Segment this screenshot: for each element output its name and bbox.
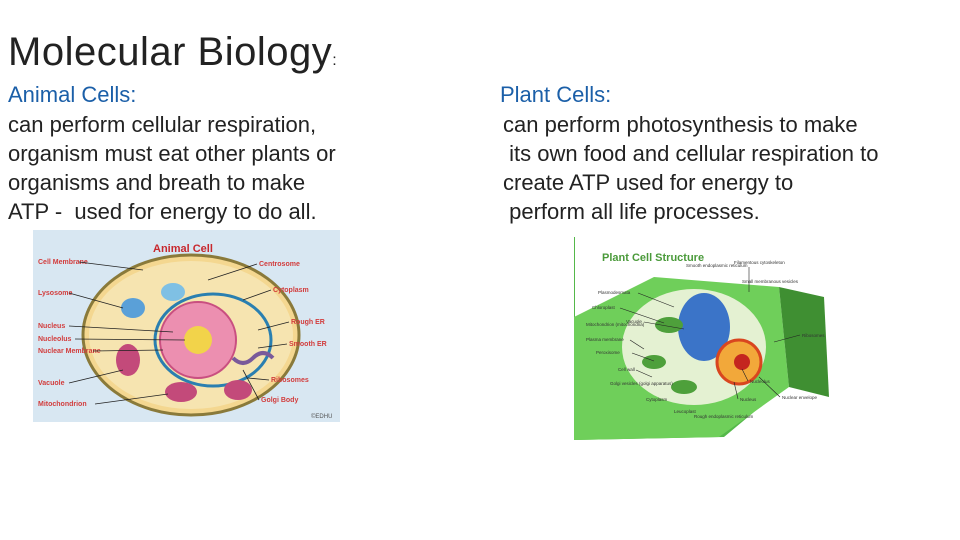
label-credit: ©EDHU [311, 413, 332, 420]
plant-label-nuclear-envelope: Nuclear envelope [782, 395, 818, 400]
plant-label-cytoplasm: Cytoplasm [646, 397, 668, 402]
plant-label-mitochondrion: Mitochondrion (mitochondria) [586, 322, 645, 327]
label-ribosomes: Ribosomes [271, 377, 309, 384]
animal-diagram-title: Animal Cell [153, 243, 213, 255]
animal-cells-heading: Animal Cells: [8, 82, 136, 108]
plant-cells-description: can perform photosynthesis to make its o… [503, 110, 878, 226]
page-title: Molecular Biology: [8, 30, 337, 75]
title-colon: : [332, 52, 337, 69]
label-vacuole: Vacuole [38, 380, 65, 387]
animal-cell-svg: Animal Cell Cell Membrane Lysosome Nucle… [33, 230, 340, 422]
nucleolus-shape [184, 326, 212, 354]
plant-line-3: create ATP used for energy to [503, 168, 878, 197]
chloroplast-shape-3 [671, 380, 697, 394]
animal-cell-diagram: Animal Cell Cell Membrane Lysosome Nucle… [33, 230, 340, 422]
label-golgi-body: Golgi Body [261, 397, 298, 404]
animal-line-1: can perform cellular respiration, [8, 110, 336, 139]
plant-line-4: perform all life processes. [503, 197, 878, 226]
plant-label-nucleolus: Nucleolus [750, 379, 771, 384]
plant-label-ribosomes: Ribosomes [802, 333, 825, 338]
plant-label-cell-wall: Cell wall [618, 367, 635, 372]
animal-line-4: ATP - used for energy to do all. [8, 197, 336, 226]
plant-label-nucleus: Nucleus [740, 397, 757, 402]
label-cytoplasm: Cytoplasm [273, 287, 309, 294]
label-rough-er: Rough ER [291, 319, 325, 326]
plant-cell-diagram: Plant Cell Structure Smooth endoplasmic … [574, 237, 842, 440]
title-text: Molecular Biology [8, 30, 332, 74]
label-lysosome: Lysosome [38, 290, 72, 297]
plant-label-golgi: Golgi vesicles (golgi apparatus) [610, 381, 673, 386]
plant-line-1: can perform photosynthesis to make [503, 110, 878, 139]
chloroplast-shape-2 [642, 355, 666, 369]
animal-line-2: organism must eat other plants or [8, 139, 336, 168]
plant-cell-svg: Plant Cell Structure Smooth endoplasmic … [574, 237, 842, 440]
plant-cells-heading: Plant Cells: [500, 82, 611, 108]
mitochondrion-shape-3 [224, 380, 252, 400]
plant-label-filamentous: Filamentous cytoskeleton [734, 260, 785, 265]
animal-cells-description: can perform cellular respiration, organi… [8, 110, 336, 226]
label-mitochondrion: Mitochondrion [38, 401, 87, 408]
label-nucleolus: Nucleolus [38, 336, 72, 343]
plant-label-plasmodesmata: Plasmodesmata [598, 290, 631, 295]
plant-label-chloroplast: Chloroplast [592, 305, 616, 310]
chloroplast-shape-1 [655, 317, 683, 333]
plant-nucleolus-shape [734, 354, 750, 370]
lysosome-shape [161, 283, 185, 301]
plant-label-peroxisome: Peroxisome [596, 350, 620, 355]
label-nucleus: Nucleus [38, 323, 65, 330]
label-nuclear-membrane: Nuclear Membrane [38, 348, 101, 355]
animal-line-3: organisms and breath to make [8, 168, 336, 197]
vacuole-shape [121, 298, 145, 318]
plant-line-2: its own food and cellular respiration to [503, 139, 878, 168]
label-smooth-er: Smooth ER [289, 341, 327, 348]
plant-label-plasma-membrane: Plasma membrane [586, 337, 624, 342]
plant-label-rough-er: Rough endoplasmic reticulum [694, 414, 754, 419]
label-centrosome: Centrosome [259, 261, 300, 268]
plant-label-small-membrane: Small membranous vesicles [742, 279, 799, 284]
mitochondrion-shape-1 [165, 382, 197, 402]
